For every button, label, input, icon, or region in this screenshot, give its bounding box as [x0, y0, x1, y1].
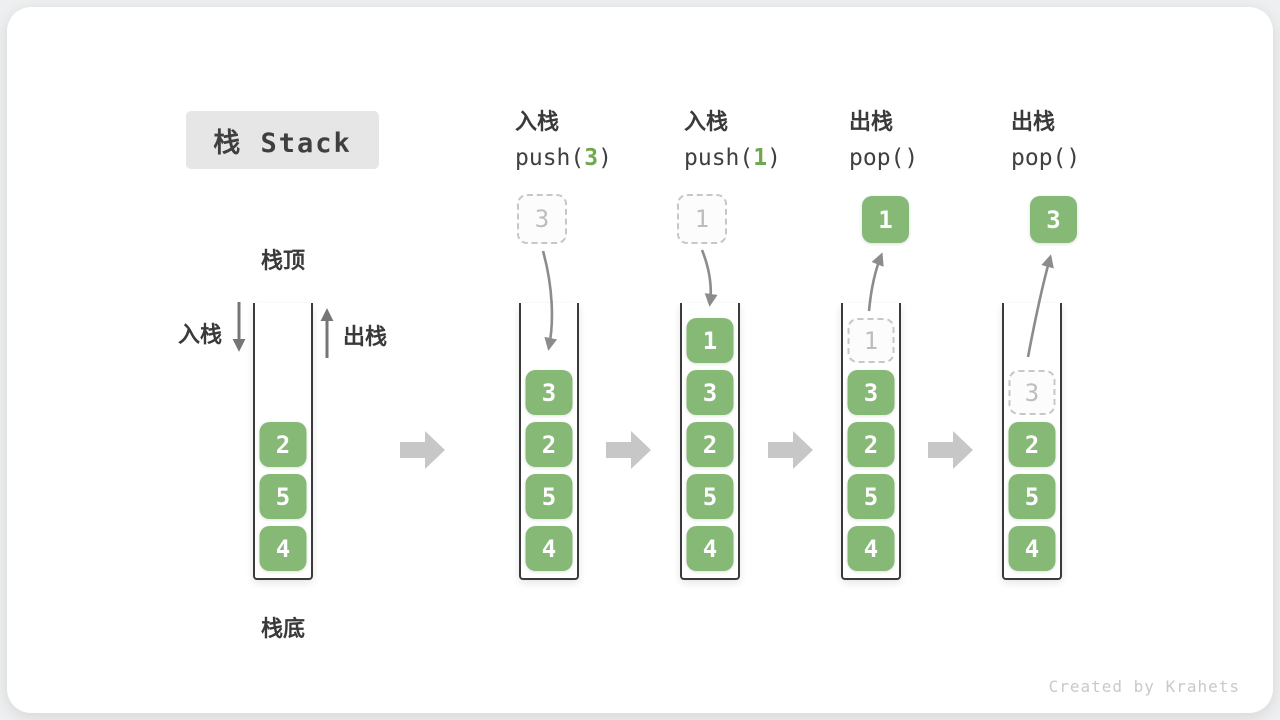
push-side-label: 入栈 [177, 322, 222, 347]
stack-container-initial: 2 5 4 [253, 303, 313, 580]
popped-element-box: 3 [1030, 196, 1077, 243]
stack-cell: 3 [525, 370, 573, 415]
stack-cell: 4 [525, 526, 573, 571]
pop-arrow-icon [1026, 254, 1054, 358]
stack-cell: 4 [686, 526, 734, 571]
step-op-label: 入栈 [515, 109, 560, 134]
stack-cell: 4 [259, 526, 307, 571]
stack-cell: 2 [259, 422, 307, 467]
stack-cell: 1 [686, 318, 734, 363]
stack-cell: 4 [847, 526, 895, 571]
stack-cell: 2 [847, 422, 895, 467]
stack-container-pop-1: 1 3 2 5 4 [841, 303, 901, 580]
stack-cell: 5 [1008, 474, 1056, 519]
stack-bottom-label: 栈底 [260, 616, 306, 641]
diagram-title: 栈 Stack [186, 111, 379, 169]
code-argument: 3 [584, 145, 599, 171]
stack-cell: 5 [847, 474, 895, 519]
stack-cell: 2 [525, 422, 573, 467]
step-header-push-3: 入栈 push(3) [515, 104, 675, 171]
flow-arrow-icon [928, 431, 973, 469]
stack-cell: 3 [847, 370, 895, 415]
stack-cell: 3 [686, 370, 734, 415]
flow-arrow-icon [606, 431, 651, 469]
stack-cell-ghost: 3 [1008, 370, 1056, 415]
watermark-credit: Created by Krahets [1048, 677, 1240, 696]
stack-cell: 4 [1008, 526, 1056, 571]
pop-arrow-icon [867, 252, 884, 312]
pop-side-label: 出栈 [343, 324, 388, 349]
push-arrow-icon [541, 250, 558, 351]
step-header-pop-3: 出栈 pop() [1011, 104, 1171, 171]
stack-cell: 5 [686, 474, 734, 519]
step-header-push-1: 入栈 push(1) [684, 104, 844, 171]
step-op-label: 出栈 [1011, 109, 1056, 134]
code-argument: 1 [753, 145, 768, 171]
flow-arrow-icon [400, 431, 445, 469]
stack-cell-ghost: 1 [847, 318, 895, 363]
step-op-label: 出栈 [849, 109, 894, 134]
stack-cell: 2 [1008, 422, 1056, 467]
step-code: push(1) [684, 145, 781, 171]
stack-container-push-3: 3 2 5 4 [519, 303, 579, 580]
stack-container-push-1: 1 3 2 5 4 [680, 303, 740, 580]
step-code: push(3) [515, 145, 612, 171]
step-code: pop() [849, 145, 919, 171]
stack-cell: 5 [525, 474, 573, 519]
stack-top-label: 栈顶 [260, 248, 306, 273]
stack-container-pop-3: 3 2 5 4 [1002, 303, 1062, 580]
popped-element-box: 1 [862, 196, 909, 243]
step-op-label: 入栈 [684, 109, 729, 134]
stack-cell: 5 [259, 474, 307, 519]
incoming-element-box: 1 [677, 194, 727, 244]
stack-cell: 2 [686, 422, 734, 467]
incoming-element-box: 3 [517, 194, 567, 244]
push-arrow-icon [700, 249, 718, 307]
step-header-pop-1: 出栈 pop() [849, 104, 1009, 171]
flow-arrow-icon [768, 431, 813, 469]
step-code: pop() [1011, 145, 1081, 171]
